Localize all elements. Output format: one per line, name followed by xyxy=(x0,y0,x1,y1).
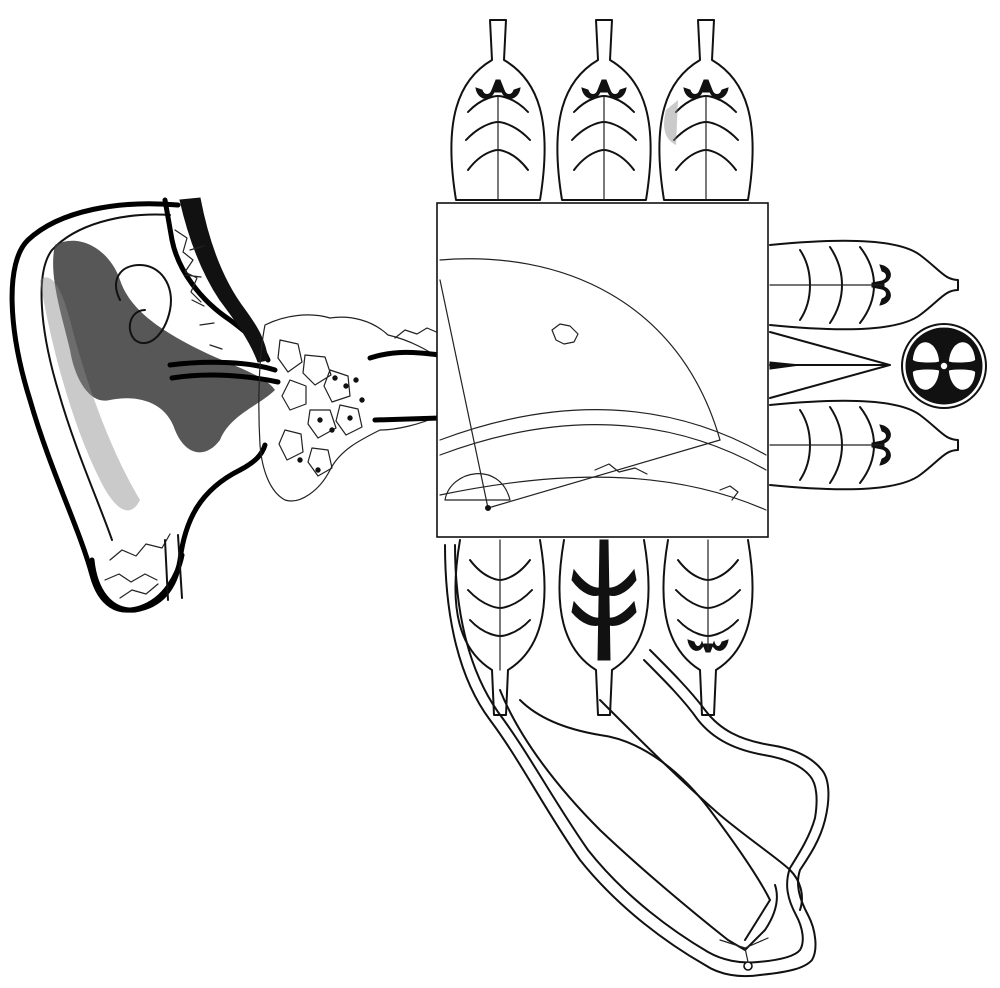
panel-scribble xyxy=(594,463,739,501)
flower-center xyxy=(939,361,949,371)
panel-horizon-arc-2 xyxy=(439,424,767,471)
vessel-inner-outline xyxy=(454,544,818,964)
vessel-inner-channel-3 xyxy=(519,699,771,941)
cell-mass-dots xyxy=(297,375,365,473)
ear-inner-helix xyxy=(40,213,171,541)
leaf-top-1 xyxy=(450,19,546,201)
ear-antihelix-shading xyxy=(40,277,140,511)
ear-cell-texture xyxy=(174,229,223,350)
cell-mass-cells xyxy=(277,339,363,477)
ear-crossband xyxy=(167,359,281,385)
panel-quarter-arc xyxy=(439,258,721,441)
flower-icon xyxy=(901,323,987,409)
ear-concha-shading xyxy=(53,240,275,453)
ear-lobe-cells xyxy=(104,533,171,599)
panel-radius-line xyxy=(439,279,721,509)
panel-horizon-arc-1 xyxy=(439,409,767,456)
long-vessel-drawing xyxy=(444,544,830,978)
panel-point xyxy=(485,505,491,511)
ear-ossicle-loop xyxy=(115,264,172,345)
vessel-tip-circle xyxy=(743,961,753,971)
panel-horizon-arc-3 xyxy=(439,476,767,511)
leaf-motifs-top xyxy=(450,19,754,201)
leaf-right-1 xyxy=(769,239,959,331)
ear-canal-band xyxy=(179,197,269,363)
flower-petal-sw xyxy=(911,367,941,392)
leaf-bottom-3 xyxy=(662,539,754,716)
square-panel-drawing xyxy=(436,202,769,538)
leaf-motifs-bottom xyxy=(454,539,754,716)
leaf-top-2 xyxy=(556,19,652,201)
connector-bar xyxy=(367,349,443,423)
leaf-top-3 xyxy=(658,19,754,201)
panel-frame xyxy=(436,202,769,538)
panel-island xyxy=(551,323,579,345)
flower-outer-ring xyxy=(901,323,987,409)
right-wedge-dark xyxy=(769,361,801,370)
vessel-inner-channel-2 xyxy=(599,699,803,911)
cell-mass-outline xyxy=(258,314,441,502)
flower-petal-ne xyxy=(947,340,977,365)
panel-semicircle xyxy=(444,473,511,501)
vessel-inner-channel-1 xyxy=(499,689,778,951)
leaf-bottom-2 xyxy=(558,539,650,716)
leaf-bottom-1 xyxy=(454,539,546,716)
vessel-outer-outline xyxy=(444,544,830,978)
ear-lobe-pillar xyxy=(164,534,183,601)
leaf-motifs-right xyxy=(769,239,959,491)
leaf-right-2 xyxy=(769,399,959,491)
vessel-tip-notch xyxy=(719,937,769,963)
flower-petal-nw xyxy=(911,340,941,365)
flower-petal-se xyxy=(947,367,977,392)
ear-drawing xyxy=(9,197,281,613)
